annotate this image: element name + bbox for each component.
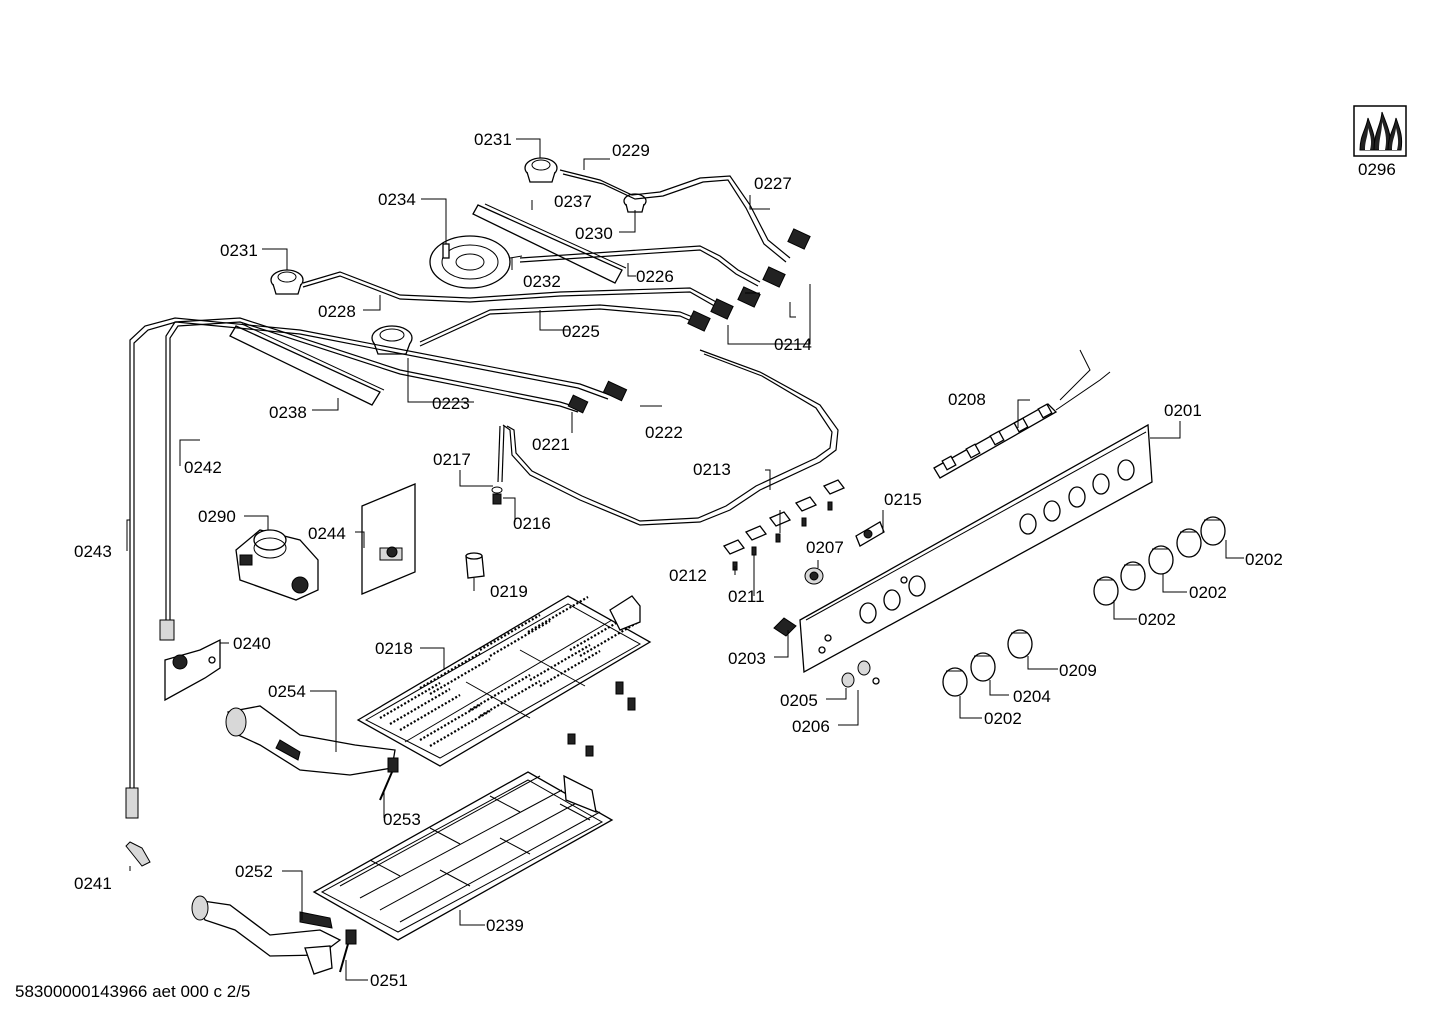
injector-0216-0217 <box>491 486 503 505</box>
label-0253: 0253 <box>383 810 421 829</box>
clip-0203 <box>773 617 797 637</box>
label-0212: 0212 <box>669 566 707 585</box>
label-0202-a: 0202 <box>1245 550 1283 569</box>
label-0252: 0252 <box>235 862 273 881</box>
gas-valves-0221-0222 <box>567 380 628 414</box>
label-0215: 0215 <box>884 490 922 509</box>
label-0229: 0229 <box>612 141 650 160</box>
label-0240: 0240 <box>233 634 271 653</box>
label-0232: 0232 <box>523 272 561 291</box>
gas-valves-0214 <box>687 228 811 332</box>
label-0244: 0244 <box>308 524 346 543</box>
label-0207: 0207 <box>806 538 844 557</box>
label-0243: 0243 <box>74 542 112 561</box>
screws-0218 <box>567 681 636 757</box>
ignition-switch-strip-0208 <box>933 349 1111 479</box>
label-0231-left: 0231 <box>220 241 258 260</box>
label-0296: 0296 <box>1358 160 1396 179</box>
document-id: 58300000143966 aet 000 c 2/5 <box>15 982 250 1001</box>
knob <box>970 652 996 682</box>
label-0226: 0226 <box>636 267 674 286</box>
label-0228: 0228 <box>318 302 356 321</box>
plate-0244 <box>361 483 416 595</box>
knob <box>1093 576 1119 606</box>
part-labels: 0231 0229 0227 0234 0237 0230 0231 0226 … <box>74 130 1396 990</box>
brackets-0211-0212 <box>722 479 846 571</box>
label-0211: 0211 <box>728 587 765 606</box>
label-0225: 0225 <box>562 322 600 341</box>
gas-pipes <box>129 169 839 790</box>
label-0214: 0214 <box>774 335 812 354</box>
knob <box>1200 516 1226 546</box>
label-0251: 0251 <box>370 971 408 990</box>
label-0219: 0219 <box>490 582 528 601</box>
bushing-0205-0206 <box>841 660 880 688</box>
label-0208: 0208 <box>948 390 986 409</box>
wok-burner-0234 <box>429 232 523 289</box>
label-0209: 0209 <box>1059 661 1097 680</box>
label-0217: 0217 <box>433 450 471 469</box>
label-0202-d: 0202 <box>984 709 1022 728</box>
label-0237: 0237 <box>554 192 592 211</box>
tube-burner-0252 <box>191 895 342 975</box>
clip-0215 <box>855 521 885 547</box>
label-0222: 0222 <box>645 423 683 442</box>
label-0223: 0223 <box>432 394 470 413</box>
mounting-bracket-0240 <box>159 619 221 702</box>
burner-cup-0223 <box>371 325 413 355</box>
gas-flame-logo-icon <box>1353 105 1407 157</box>
support-rail-0238 <box>229 323 385 406</box>
knob <box>1120 561 1146 591</box>
label-0204: 0204 <box>1013 687 1051 706</box>
label-0205: 0205 <box>780 691 818 710</box>
spacer-0207 <box>804 567 824 585</box>
pipe-connector-0241 <box>125 787 151 867</box>
label-0218: 0218 <box>375 639 413 658</box>
label-0238: 0238 <box>269 403 307 422</box>
thermocouple-0251 <box>339 929 357 973</box>
label-0254: 0254 <box>268 682 306 701</box>
knob <box>1148 545 1174 575</box>
label-0201: 0201 <box>1164 401 1202 420</box>
knobs-0202-0209-0204 <box>942 516 1226 697</box>
label-0234: 0234 <box>378 190 416 209</box>
support-rail-0237 <box>472 203 627 284</box>
knob <box>1007 629 1033 659</box>
label-0202-b: 0202 <box>1189 583 1227 602</box>
thermocouple-0253 <box>379 757 399 801</box>
gas-regulator-0290 <box>235 529 319 601</box>
label-0213: 0213 <box>693 460 731 479</box>
label-0242: 0242 <box>184 458 222 477</box>
burner-cap-0231-top <box>524 157 558 183</box>
label-0202-c: 0202 <box>1138 610 1176 629</box>
burner-cup-0230 <box>623 193 647 213</box>
label-0203: 0203 <box>728 649 766 668</box>
burner-cap-0231-left <box>270 269 304 295</box>
label-0241: 0241 <box>74 874 112 893</box>
grill-burner-plate-0239 <box>312 771 614 941</box>
oven-burner-grid-0218 <box>356 595 652 767</box>
label-0231-top: 0231 <box>474 130 512 149</box>
label-0230: 0230 <box>575 224 613 243</box>
knob <box>942 667 968 697</box>
label-0221: 0221 <box>532 435 570 454</box>
knob <box>1176 528 1202 558</box>
label-0216: 0216 <box>513 514 551 533</box>
label-0239: 0239 <box>486 916 524 935</box>
label-0206: 0206 <box>792 717 830 736</box>
leader-lines <box>126 138 1244 981</box>
label-0227: 0227 <box>754 174 792 193</box>
control-panel-0201 <box>799 423 1153 674</box>
label-0290: 0290 <box>198 507 236 526</box>
nut-0219 <box>465 552 485 579</box>
